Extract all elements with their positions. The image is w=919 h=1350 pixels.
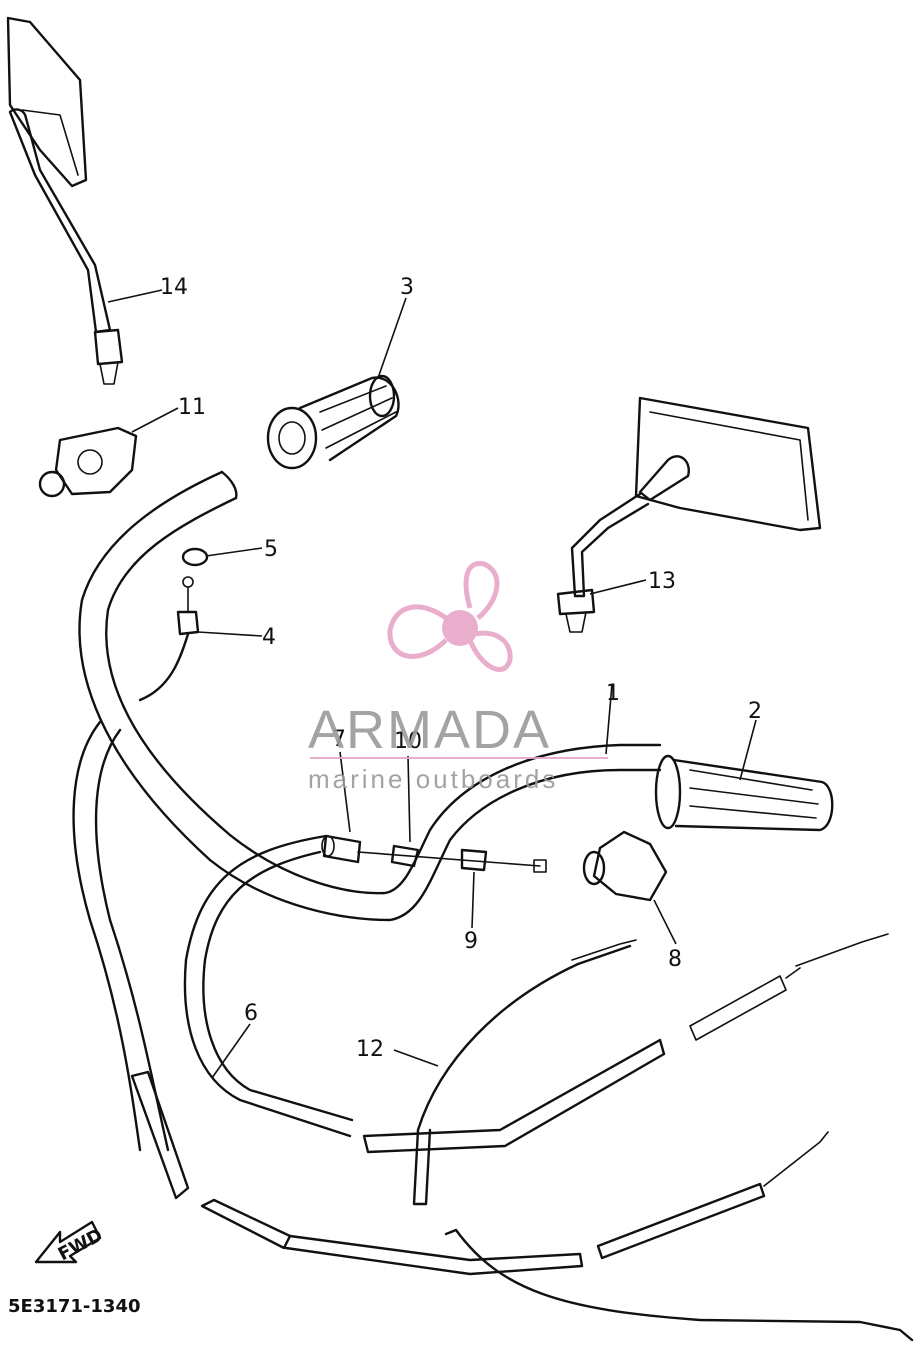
callout-1: 1 (606, 681, 620, 706)
callout-7: 7 (332, 727, 346, 752)
callout-4: 4 (262, 625, 276, 650)
handlebar-tube (78, 470, 662, 922)
callout-8: 8 (668, 947, 682, 972)
callout-13: 13 (648, 569, 676, 594)
callout-11: 11 (178, 395, 206, 420)
watermark-brand: ARMADA (308, 700, 551, 760)
part-4-cable-end (138, 576, 200, 702)
callout-3: 3 (400, 275, 414, 300)
fwd-label: FWD (55, 1225, 106, 1266)
part-7-adjuster (321, 834, 362, 864)
callout-14: 14 (160, 275, 188, 300)
callout-5: 5 (264, 537, 278, 562)
part-3-throttle-grip (266, 374, 400, 470)
callout-6: 6 (244, 1001, 258, 1026)
part-5-fitting (181, 547, 209, 567)
fwd-arrow: FWD (34, 1220, 106, 1266)
part-14-left-mirror (6, 16, 124, 385)
armada-watermark: ARMADA marine outboards (308, 561, 608, 794)
callout-10: 10 (394, 729, 422, 754)
part-12-throttle-cable (412, 939, 914, 1342)
part-11-switch-housing (38, 426, 138, 498)
part-8-lever-holder (582, 830, 668, 902)
callout-9: 9 (464, 929, 478, 954)
part-13-right-mirror (556, 396, 822, 633)
part-10-adjuster (390, 844, 420, 868)
part-code: 5E3171-1340 (8, 1296, 141, 1317)
part-9-cable-end (357, 848, 547, 873)
left-cable (72, 720, 584, 1276)
callouts: 14 3 11 5 4 13 1 2 7 10 9 8 6 12 (160, 275, 762, 1062)
part-6-cable (183, 834, 889, 1154)
watermark-tagline: marine outboards (308, 764, 558, 794)
propeller-hub (442, 610, 478, 646)
callout-2: 2 (748, 699, 762, 724)
part-2-grip (654, 754, 834, 832)
callout-12: 12 (356, 1037, 384, 1062)
leader-lines (107, 289, 757, 1079)
propeller-icon (387, 561, 513, 672)
